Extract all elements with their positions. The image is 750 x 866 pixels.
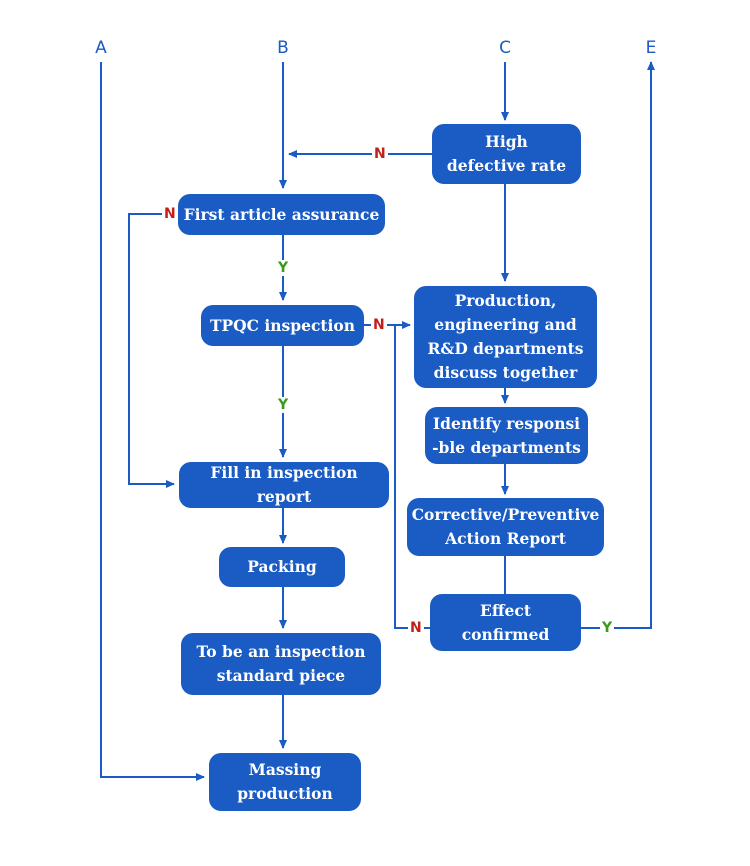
label-effect-yes: Y: [600, 620, 615, 636]
node-fill-inspection-report: Fill in inspection report: [179, 462, 389, 508]
node-corrective-preventive-report: Corrective/Preventive Action Report: [407, 498, 604, 556]
node-massing-production: Massing production: [209, 753, 361, 811]
column-label-b: B: [277, 38, 289, 58]
column-label-c: C: [499, 38, 511, 58]
node-first-article-assurance: First article assurance: [178, 194, 385, 235]
label-tpqc-no: N: [371, 317, 387, 333]
column-label-e: E: [645, 38, 657, 58]
node-inspection-standard-piece: To be an inspection standard piece: [181, 633, 381, 695]
label-high-defective-no: N: [372, 146, 388, 162]
node-discuss-together: Production, engineering and R&D departme…: [414, 286, 597, 388]
node-effect-confirmed: Effect confirmed: [430, 594, 581, 651]
label-first-article-yes: Y: [276, 260, 291, 276]
line-a-to-massing: [100, 62, 205, 781]
column-label-a: A: [95, 38, 107, 58]
line-first-article-no: [128, 213, 178, 488]
label-effect-no: N: [408, 620, 424, 636]
label-first-article-no: N: [162, 206, 178, 222]
node-tpqc-inspection: TPQC inspection: [201, 305, 364, 346]
node-packing: Packing: [219, 547, 345, 587]
label-tpqc-yes: Y: [276, 397, 291, 413]
node-identify-departments: Identify responsi -ble departments: [425, 407, 588, 464]
node-high-defective-rate: High defective rate: [432, 124, 581, 184]
